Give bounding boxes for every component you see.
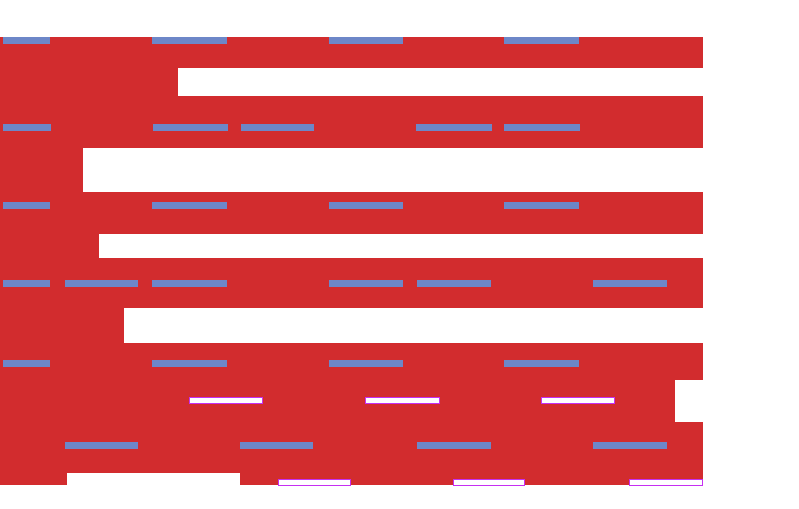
paragraph-gap <box>99 234 703 258</box>
paragraph-gap <box>67 473 240 485</box>
link-underline[interactable] <box>329 202 403 209</box>
paragraph-gap <box>83 148 703 192</box>
link-underline[interactable] <box>504 360 579 367</box>
link-underline[interactable] <box>153 124 228 131</box>
paragraph-gap <box>178 68 703 96</box>
visited-link-underline[interactable] <box>453 479 525 486</box>
link-underline[interactable] <box>152 360 227 367</box>
link-underline[interactable] <box>3 37 50 44</box>
link-underline[interactable] <box>417 442 491 449</box>
paragraph-gap <box>675 380 703 422</box>
link-underline[interactable] <box>504 124 580 131</box>
link-underline[interactable] <box>65 442 138 449</box>
link-underline[interactable] <box>593 442 667 449</box>
visited-link-underline[interactable] <box>189 397 263 404</box>
link-underline[interactable] <box>329 280 403 287</box>
link-underline[interactable] <box>152 280 227 287</box>
link-underline[interactable] <box>504 37 579 44</box>
visited-link-underline[interactable] <box>541 397 615 404</box>
paragraph-gap <box>124 308 703 343</box>
link-underline[interactable] <box>329 360 403 367</box>
link-underline[interactable] <box>240 442 313 449</box>
link-underline[interactable] <box>417 280 491 287</box>
link-underline[interactable] <box>3 280 50 287</box>
link-underline[interactable] <box>416 124 492 131</box>
link-underline[interactable] <box>3 202 50 209</box>
link-underline[interactable] <box>65 280 138 287</box>
link-underline[interactable] <box>152 37 227 44</box>
link-underline[interactable] <box>3 124 51 131</box>
visited-link-underline[interactable] <box>365 397 440 404</box>
link-underline[interactable] <box>3 360 50 367</box>
link-underline[interactable] <box>504 202 579 209</box>
visited-link-underline[interactable] <box>629 479 703 486</box>
link-underline[interactable] <box>241 124 314 131</box>
link-underline[interactable] <box>593 280 667 287</box>
link-underline[interactable] <box>152 202 227 209</box>
link-underline[interactable] <box>329 37 403 44</box>
text-block <box>0 37 703 485</box>
visited-link-underline[interactable] <box>278 479 351 486</box>
